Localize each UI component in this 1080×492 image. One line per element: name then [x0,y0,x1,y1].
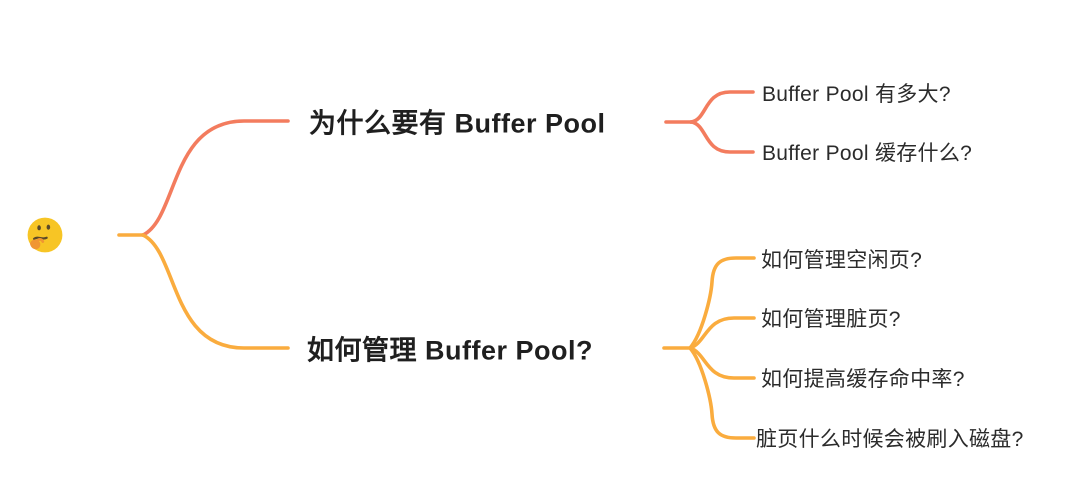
emoji-thumb [35,238,45,243]
subtopic-buffer-pool-cache-what: Buffer Pool 缓存什么? [762,142,973,165]
branch-2-child-4-line [688,346,756,440]
topic-how-manage-buffer-pool: 如何管理 Buffer Pool? [307,335,593,366]
branch-2-child-1-line [688,256,756,350]
emoji-mouth [32,236,48,240]
branch-1-child-1-line [689,90,755,124]
emoji-right-eye [46,224,51,230]
subtopic-improve-cache-hit-rate: 如何提高缓存命中率? [761,368,965,391]
emoji-hand [30,239,41,250]
branch-1-child-2-line [689,120,755,154]
branch-2-child-3-line [688,346,756,380]
emoji-left-eye [37,225,41,231]
branch-2-trunk-line [141,233,290,350]
topic-why-buffer-pool: 为什么要有 Buffer Pool [309,108,606,139]
subtopic-when-dirty-pages-flushed: 脏页什么时候会被刷入磁盘? [756,428,1024,451]
branch-1-trunk-line [141,119,290,237]
subtopic-manage-free-pages: 如何管理空闲页? [761,249,923,272]
subtopic-manage-dirty-pages: 如何管理脏页? [761,308,901,331]
branch-2-child-2-line [688,316,756,350]
subtopic-buffer-pool-size: Buffer Pool 有多大? [762,83,951,106]
thinking-face-emoji [27,217,63,253]
